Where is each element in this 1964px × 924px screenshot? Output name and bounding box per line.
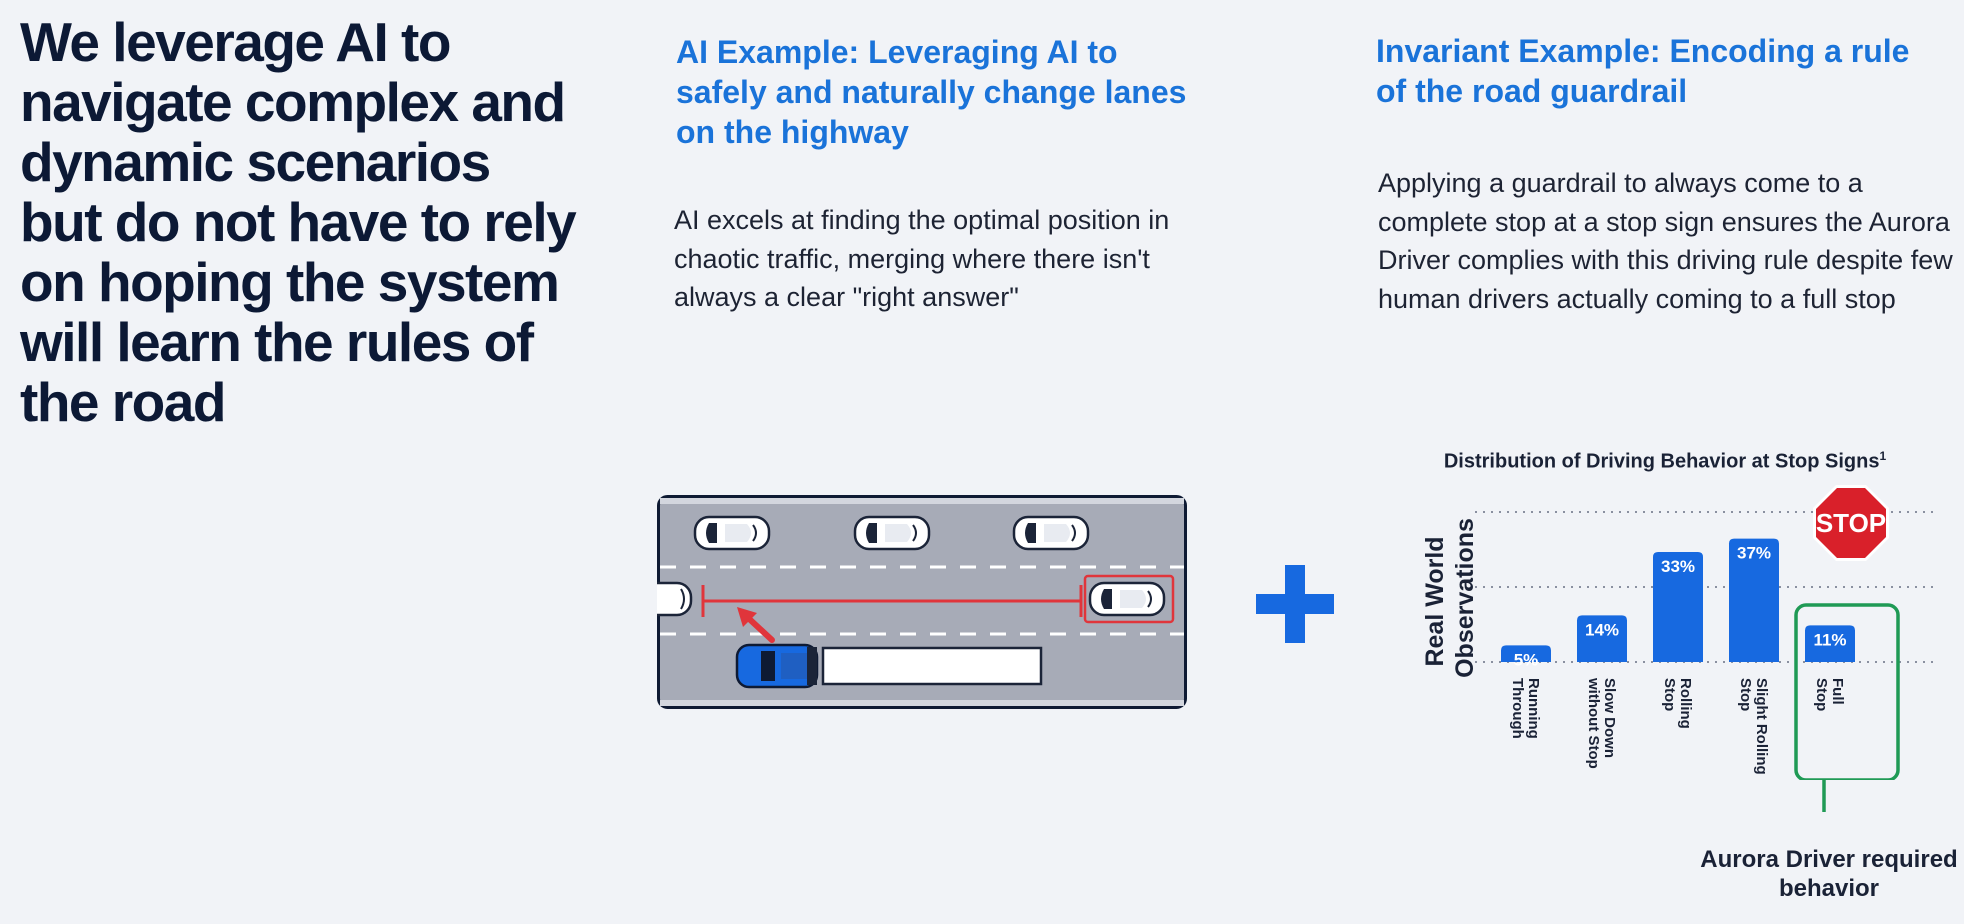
bar-value-label: 5%	[1514, 650, 1539, 669]
aurora-required-behavior-caption: Aurora Driver required behavior	[1700, 846, 1958, 902]
stop-sign-behavior-chart: Real World Observations 5% 14% 33% 37% 11% R…	[1421, 485, 1935, 780]
highway-lane-change-illustration	[657, 495, 1187, 709]
caption-connector	[1822, 780, 1826, 812]
bar-value-label: 14%	[1585, 620, 1619, 639]
y-axis-label-line-1: Real World	[1421, 536, 1449, 666]
stop-sign-text: STOP	[1816, 508, 1886, 538]
invariant-example-body: Applying a guardrail to always come to a…	[1378, 168, 1953, 314]
invariant-example-title: Invariant Example: Encoding a rule of th…	[1376, 33, 1910, 109]
bar-full-stop	[1805, 625, 1855, 662]
chart-title-text: Distribution of Driving Behavior at Stop…	[1443, 450, 1880, 473]
y-axis-label: Real World Observations	[1421, 518, 1479, 678]
ai-example-title: AI Example: Leveraging AI to safely and …	[676, 34, 1187, 150]
headline: We leverage AI to navigate complex and d…	[20, 11, 577, 433]
car-icon	[657, 581, 693, 617]
bar-value-label: 33%	[1661, 557, 1695, 576]
car-icon	[853, 515, 931, 551]
bar-slight-rolling-stop	[1729, 538, 1779, 662]
ai-example-body: AI excels at finding the optimal positio…	[674, 205, 1170, 312]
x-tick-label: Slow Downwithout Stop	[1585, 677, 1618, 769]
x-tick-label: RunningThrough	[1509, 678, 1542, 739]
car-icon	[1012, 515, 1090, 551]
plus-icon	[1256, 565, 1334, 643]
chart-title-footnote: 1	[1879, 449, 1887, 463]
full-stop-highlight-box	[1794, 603, 1900, 780]
y-axis-label-line-2: Observations	[1451, 518, 1479, 678]
car-icon	[693, 515, 771, 551]
x-tick-label: FullStop	[1813, 678, 1846, 711]
car-icon	[1088, 581, 1166, 617]
truck-icon	[735, 643, 1043, 689]
bar-running-through	[1501, 645, 1551, 662]
x-tick-label: Slight RollingStop	[1737, 678, 1770, 775]
bar-slow-down-without-stop	[1577, 615, 1627, 662]
x-tick-label: RollingStop	[1661, 678, 1694, 729]
target-gap-box	[1083, 574, 1175, 624]
bar-value-label: 37%	[1737, 544, 1771, 563]
chart-title: Distribution of Driving Behavior at Stop…	[1395, 449, 1935, 474]
bar-value-label: 11%	[1813, 630, 1846, 649]
stop-sign-icon: STOP	[1813, 485, 1889, 561]
bar-rolling-stop	[1653, 552, 1703, 662]
